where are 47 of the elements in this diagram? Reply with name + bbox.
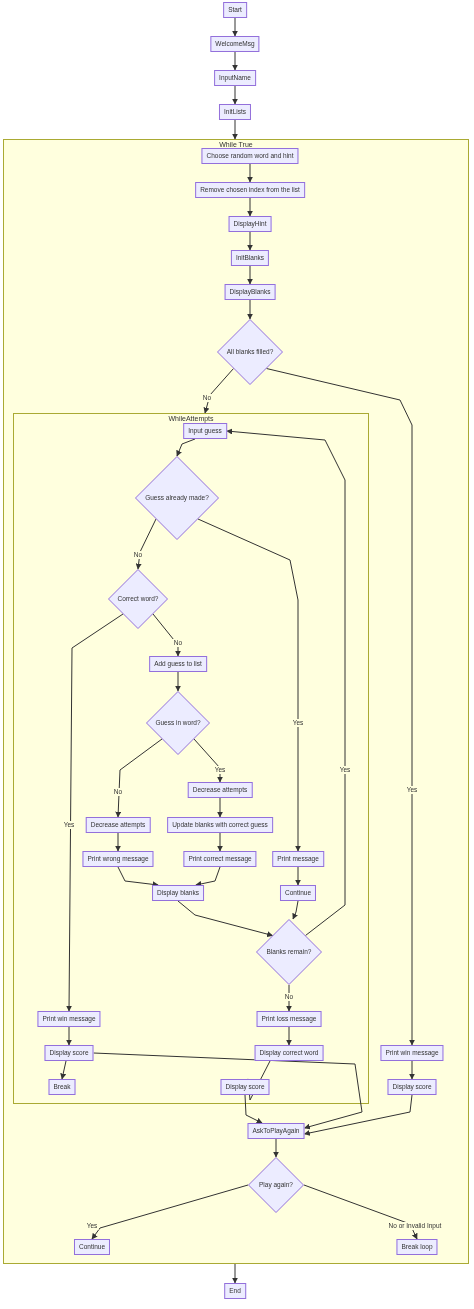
arrow <box>117 866 159 888</box>
arrow <box>273 1138 279 1158</box>
arrow <box>91 1184 249 1240</box>
decision-diamond <box>217 319 283 385</box>
arrow <box>232 1263 238 1284</box>
arrow <box>232 119 238 140</box>
arrow <box>175 671 181 692</box>
arrow <box>66 1026 72 1046</box>
arrow <box>247 299 253 320</box>
arrow <box>286 1026 292 1046</box>
arrow <box>247 231 253 251</box>
arrow <box>193 738 223 783</box>
arrow <box>232 85 238 105</box>
arrow <box>60 1060 67 1080</box>
arrow <box>135 518 157 570</box>
arrow <box>247 197 253 217</box>
loop-group <box>13 413 369 1104</box>
arrow <box>195 866 221 887</box>
arrow <box>226 428 346 936</box>
arrow <box>177 900 274 937</box>
decision-diamond <box>146 691 210 755</box>
arrow <box>115 832 121 852</box>
decision-diamond <box>248 1157 304 1213</box>
loop-group <box>3 139 469 1264</box>
arrow <box>232 17 238 37</box>
arrow <box>66 613 124 1012</box>
arrow <box>232 51 238 71</box>
decision-diamond <box>256 919 322 985</box>
arrow <box>247 265 253 285</box>
arrow <box>409 1060 415 1080</box>
arrow <box>247 163 253 183</box>
arrow <box>176 438 196 457</box>
arrow <box>115 738 163 818</box>
arrow <box>292 900 299 920</box>
arrow <box>303 1094 413 1136</box>
decision-diamond <box>135 456 219 540</box>
arrow <box>286 984 292 1012</box>
arrow <box>217 832 223 852</box>
arrow <box>266 368 415 1046</box>
arrow <box>217 797 223 818</box>
arrow <box>203 368 234 414</box>
decision-diamond <box>108 569 168 629</box>
arrow <box>197 518 301 852</box>
arrow <box>93 1052 363 1130</box>
arrow <box>303 1184 418 1240</box>
arrow <box>295 866 301 886</box>
arrow <box>244 1094 263 1124</box>
